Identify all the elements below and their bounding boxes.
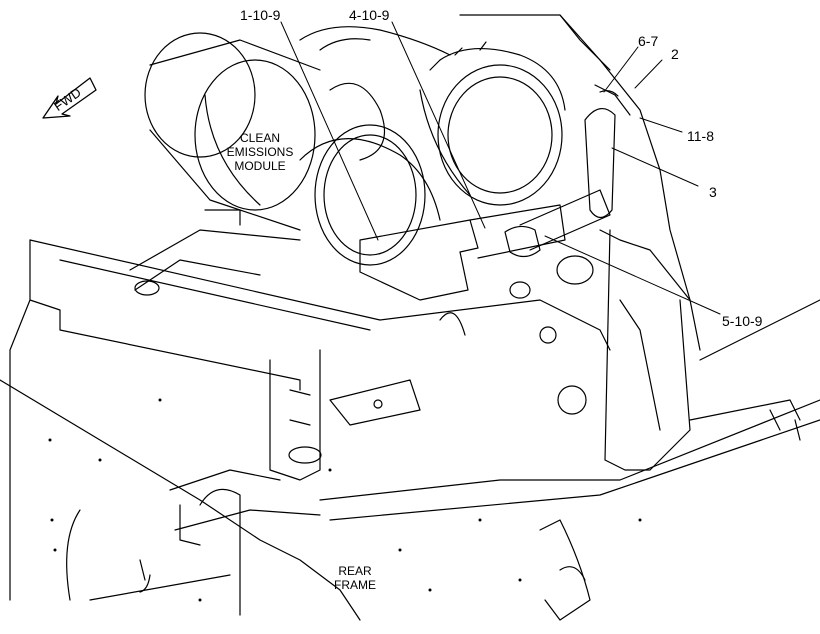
callout-4-10-9: 4-10-9	[349, 7, 390, 23]
cross-frame-drawing	[9, 209, 611, 601]
callout-5-10-9: 5-10-9	[722, 313, 763, 329]
rear-label-line2: FRAME	[334, 578, 376, 592]
rivet-marks	[48, 398, 642, 602]
rear-label-line1: REAR	[338, 564, 372, 578]
cem-label-line3: MODULE	[234, 159, 286, 173]
leader-lines	[280, 21, 721, 315]
callout-1-10-9: 1-10-9	[240, 7, 281, 23]
callout-2: 2	[671, 46, 679, 62]
cem-label-line2: EMISSIONS	[226, 145, 294, 159]
cem-label-line1: CLEAN	[239, 131, 280, 145]
forward-arrow-icon: FWD	[42, 77, 97, 119]
upper-frame-drawing	[459, 14, 701, 471]
clean-emissions-module-label: CLEAN EMISSIONS MODULE	[215, 131, 305, 173]
callout-3: 3	[709, 184, 717, 200]
callout-11-8: 11-8	[687, 128, 714, 144]
rear-frame-drawing	[0, 299, 820, 621]
rear-frame-label: REAR FRAME	[325, 564, 385, 592]
emissions-module-drawing	[144, 26, 566, 301]
callout-6-7: 6-7	[638, 33, 659, 49]
